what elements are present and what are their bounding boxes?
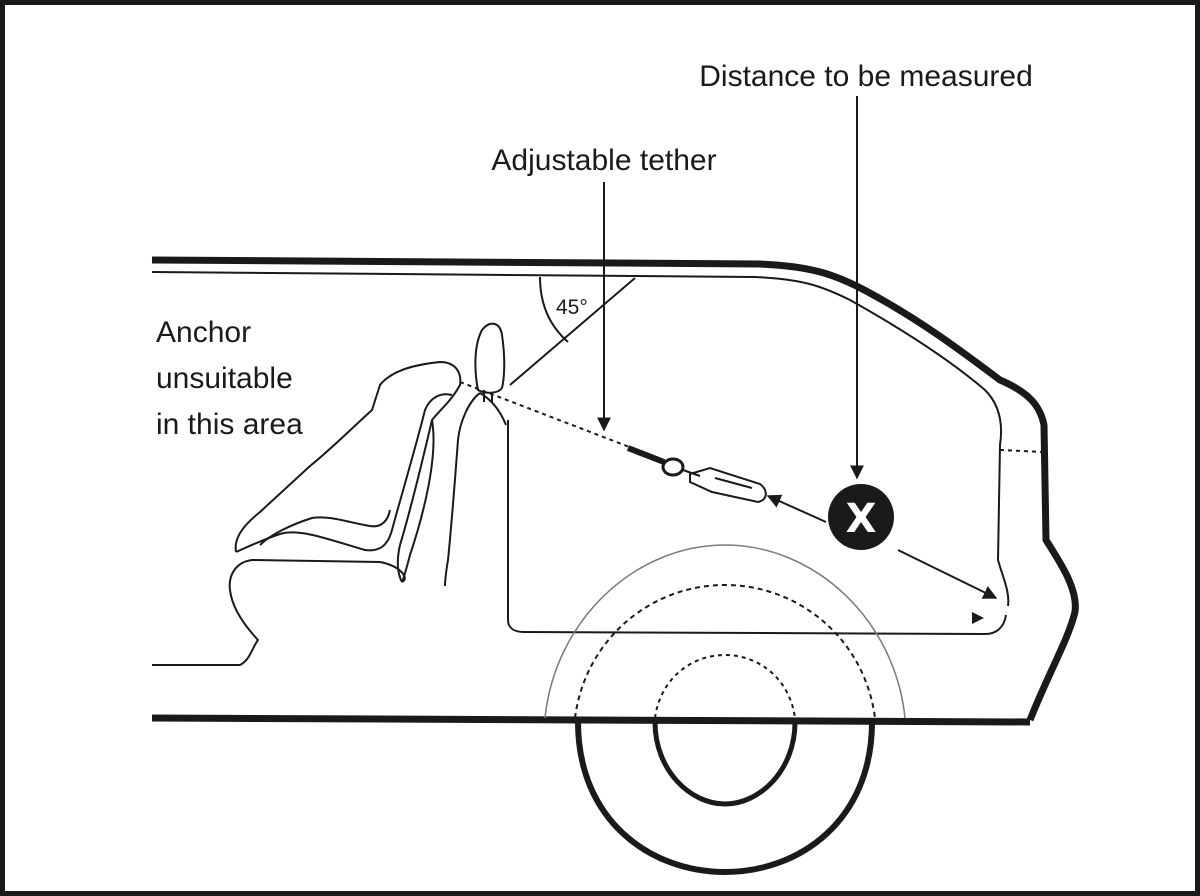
tether-path: [459, 381, 633, 449]
rim: [652, 721, 798, 807]
distance-arrow-left: [766, 494, 827, 523]
rear-anchor-marker: [972, 612, 984, 624]
cargo-area-outline: [507, 420, 1007, 636]
x-marker-letter: X: [846, 496, 877, 542]
anchor-label-line1: Anchor: [156, 316, 251, 349]
rear-dashed-line: [999, 449, 1045, 453]
car-headliner: [151, 271, 1010, 607]
anchor-label-line2: unsuitable: [156, 362, 293, 395]
wheel-hub-dashed: [654, 653, 796, 719]
tire: [575, 721, 875, 876]
tether-hook: [626, 445, 767, 504]
distance-label: Distance to be measured: [699, 60, 1033, 93]
car-floor-outline: [151, 714, 1031, 726]
wheel-arch-inner-dashed: [574, 583, 876, 719]
car-roof-outline: [151, 256, 1079, 722]
angle-line: [509, 277, 636, 386]
anchor-label-line3: in this area: [156, 408, 303, 441]
x-marker-circle: [828, 484, 894, 550]
angle-label: 45°: [556, 296, 588, 319]
wheel-arch-outer: [544, 544, 906, 719]
tether-label: Adjustable tether: [491, 144, 716, 177]
distance-arrow-right: [897, 549, 998, 599]
angle-arc: [539, 276, 569, 343]
tether-anchor-diagram: 45° X Distance to be measured Adjustable: [151, 60, 1079, 876]
